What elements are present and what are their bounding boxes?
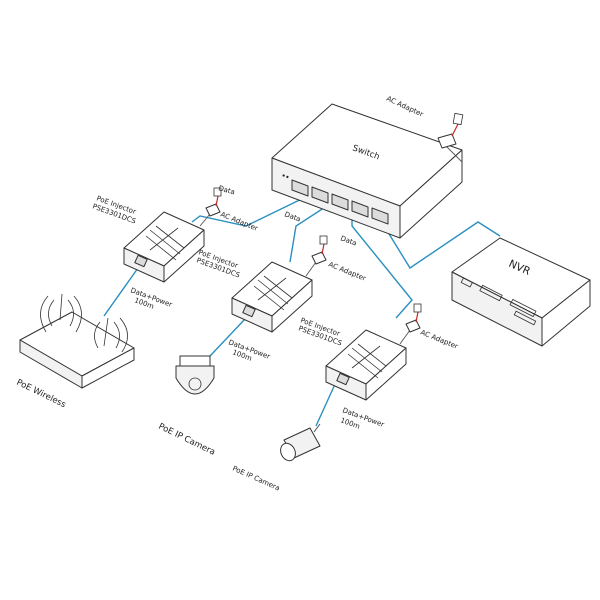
nvr-device[interactable]: NVR (451, 237, 591, 347)
ac-plug-icon (452, 112, 464, 126)
bullet-camera-icon[interactable]: PoE IP Camera (231, 423, 321, 493)
wifi-wave-icon (40, 295, 128, 353)
switch-left-data-label: Data (283, 210, 301, 223)
dome-camera-mount (179, 355, 211, 367)
ethernet-port-icon[interactable] (291, 179, 309, 197)
wireless-label: PoE Wireless (15, 378, 68, 411)
ac-plug-icon (205, 203, 221, 217)
cable-injector3-to-bullet (315, 381, 337, 427)
ethernet-port-icon[interactable] (351, 200, 369, 218)
nvr-right-face (541, 279, 591, 347)
bullet-camera-label: PoE IP Camera (231, 465, 281, 493)
x-logo-icon (253, 275, 293, 311)
injector3-power-cord (399, 329, 411, 345)
ethernet-port-icon[interactable] (311, 186, 329, 204)
ac-plug-icon (405, 319, 421, 333)
bullet-camera-lens (280, 442, 296, 462)
ethernet-port-icon[interactable] (331, 193, 349, 211)
injector2-power-cord (305, 261, 317, 277)
injector2-adapter-label: AC Adapter (327, 260, 367, 282)
x-logo-icon (145, 225, 185, 261)
cable-injector1-to-wireless (103, 267, 139, 317)
dome-camera-label: PoE IP Camera (157, 422, 217, 458)
switch-brand-text: ▪ ▪ (282, 172, 290, 179)
poe-wireless-device[interactable]: PoE Wireless (15, 293, 135, 411)
switch-device[interactable]: Switch ▪ ▪ AC Adapter (271, 95, 464, 239)
cable-switch-to-injector1 (191, 191, 317, 227)
ac-plug-icon (319, 235, 328, 245)
injector-right-face (365, 347, 407, 401)
x-logo-icon (347, 343, 387, 379)
dome-camera-icon[interactable]: PoE IP Camera (157, 355, 217, 458)
injector2-adapter-lead (321, 243, 325, 255)
injector3-adapter-lead (415, 311, 419, 323)
ethernet-port-icon (336, 372, 350, 386)
bullet-camera-bracket (313, 423, 321, 433)
cable-injector2-to-dome (209, 317, 247, 357)
switch-ports (291, 179, 389, 225)
dome-camera-lens (188, 377, 202, 391)
wireless-right-face (81, 347, 135, 389)
cable-switch-to-nvr (377, 215, 501, 269)
nvr-front-panel (460, 277, 537, 326)
poe-injector-1[interactable]: PoE Injector PSE3301DCS AC Adapter Data … (91, 184, 259, 311)
ac-plug-icon (311, 251, 327, 265)
injector-right-face (271, 279, 313, 333)
ethernet-port-icon[interactable] (371, 207, 389, 225)
ethernet-port-icon (134, 254, 148, 268)
ethernet-port-icon (242, 304, 256, 318)
dome-camera-body (175, 365, 215, 395)
antenna-icon (59, 293, 109, 347)
switch-adapter-label: AC Adapter (385, 95, 424, 119)
switch-right-face (399, 149, 463, 239)
switch-mid-data-label: Data (339, 234, 357, 247)
poe-injector-3[interactable]: PoE Injector PSE3301DCS AC Adapter Data+… (297, 303, 459, 431)
ac-plug-icon (413, 303, 422, 313)
injector-right-face (163, 229, 205, 283)
injector1-adapter-lead (215, 195, 219, 207)
injector1-power-cord (199, 213, 211, 227)
injector3-adapter-label: AC Adapter (419, 328, 459, 350)
ac-plug-icon (437, 133, 457, 149)
switch-adapter-lead (451, 123, 459, 137)
ac-plug-icon (213, 187, 222, 197)
